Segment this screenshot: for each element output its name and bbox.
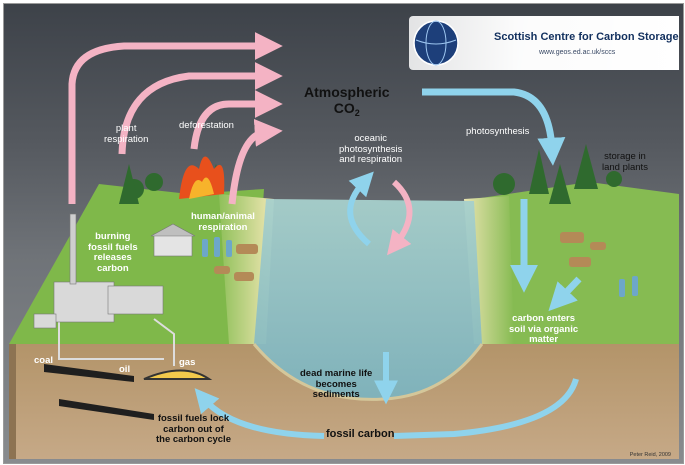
people-right — [619, 276, 638, 297]
artist-credit: Peter Reid, 2009 — [629, 452, 671, 458]
globe-logo-icon — [413, 20, 459, 66]
atmospheric-text: Atmospheric — [304, 84, 390, 100]
forest-fire — [179, 156, 225, 199]
coal-seam-1 — [44, 364, 134, 382]
trees-right — [493, 144, 622, 204]
arrow-plant-respiration — [118, 62, 283, 155]
animals-right — [560, 232, 606, 267]
block-left-face — [9, 344, 16, 459]
carbon-cycle-diagram: Scottish Centre for Carbon Storage www.g… — [3, 3, 684, 464]
arrow-fossil-carbon — [393, 378, 579, 439]
burning-fossil-label: burning fossil fuels releases carbon — [88, 231, 138, 274]
landscape-scene — [9, 32, 679, 459]
uptake-arrows — [194, 88, 582, 439]
emission-arrows — [68, 32, 283, 205]
soil-label: carbon enters soil via organic matter — [509, 313, 579, 345]
sea — [254, 199, 482, 400]
oil-gas-pocket — [143, 369, 213, 380]
arrow-photosynthesis — [422, 88, 566, 166]
header-title: Scottish Centre for Carbon Storage — [494, 31, 679, 43]
trees-left — [119, 164, 223, 204]
power-station — [33, 213, 164, 329]
human-animal-label: human/animal respiration — [191, 211, 255, 233]
animals-left — [214, 244, 258, 281]
plant-respiration-label: plant respiration — [104, 123, 149, 145]
co2-subscript: 2 — [354, 108, 360, 118]
ocean-arrow-up — [347, 171, 374, 247]
coal-seam-2 — [59, 399, 154, 420]
oceanic-label: oceanic photosynthesis and respiration — [339, 133, 403, 165]
farmhouse — [150, 223, 196, 257]
fossil-lock-label: fossil fuels lock carbon out of the carb… — [156, 413, 231, 445]
dead-marine-label: dead marine life becomes sediments — [300, 368, 373, 400]
arrow-fossil-carbon-2 — [194, 388, 325, 439]
arrow-burning — [68, 32, 283, 204]
deforestation-label: deforestation — [179, 120, 234, 131]
ocean-arrow-down — [387, 179, 413, 256]
coal-label: coal — [34, 355, 54, 366]
arrow-deforestation — [190, 90, 283, 150]
arrow-animal-soil — [548, 276, 582, 312]
oil-label: oil — [119, 364, 131, 375]
people-left — [202, 237, 232, 257]
arrow-human-respiration — [228, 118, 283, 205]
header-url: www.geos.ed.ac.uk/sccs — [539, 49, 616, 56]
atmospheric-co2-label: Atmospheric CO2 — [304, 84, 390, 118]
co2-text: CO — [333, 100, 355, 116]
storage-land-label: storage in land plants — [602, 151, 648, 173]
gas-label: gas — [179, 357, 196, 368]
fossil-carbon-label: fossil carbon — [326, 428, 395, 440]
photosynthesis-label: photosynthesis — [466, 126, 530, 137]
header-banner: Scottish Centre for Carbon Storage www.g… — [409, 16, 679, 70]
